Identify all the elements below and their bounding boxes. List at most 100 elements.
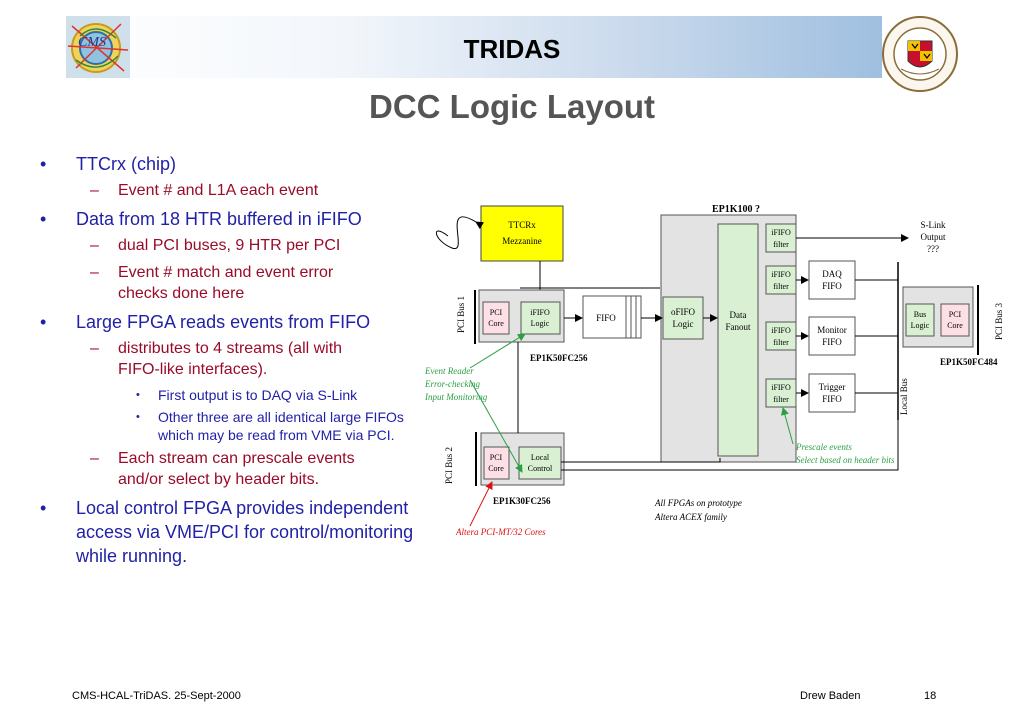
bullet-text: Large FPGA reads events from FIFO bbox=[76, 312, 371, 332]
filter-label: filter bbox=[773, 395, 789, 404]
filter-label: iFIFO bbox=[771, 383, 791, 392]
monitor-fifo-label: Monitor bbox=[817, 325, 847, 335]
bullet-dot-icon: • bbox=[40, 498, 47, 518]
filter-label: iFIFO bbox=[771, 228, 791, 237]
footer-left: CMS-HCAL-TriDAS. 25-Sept-2000 bbox=[72, 690, 241, 702]
slink-output-label: Output bbox=[920, 232, 946, 242]
pci-core-block-3 bbox=[940, 303, 970, 337]
slide-title: DCC Logic Layout bbox=[369, 88, 655, 125]
daq-fifo-block bbox=[808, 260, 856, 300]
pci-core-block-2 bbox=[483, 446, 510, 480]
sub-bullet-text: dual PCI buses, 9 HTR per PCI bbox=[118, 237, 341, 254]
daq-fifo-label: FIFO bbox=[822, 281, 842, 291]
data-fanout-block bbox=[717, 223, 759, 457]
ofifo-logic-label: Logic bbox=[673, 319, 694, 329]
pci-core-label: Core bbox=[488, 319, 504, 328]
ofifo-logic-label: oFIFO bbox=[671, 307, 696, 317]
footer-author: Drew Baden bbox=[800, 690, 861, 702]
sub-sub-bullet-text: First output is to DAQ via S-Link bbox=[158, 387, 358, 403]
slink-output-label: S-Link bbox=[920, 220, 946, 230]
bullet-dot-icon: • bbox=[136, 389, 140, 401]
local-control-block bbox=[518, 446, 562, 480]
dash-icon: – bbox=[90, 182, 99, 199]
ttcrx-mezzanine-block bbox=[480, 205, 564, 262]
monitor-fifo-block bbox=[808, 316, 856, 356]
fifo-label: FIFO bbox=[596, 313, 616, 323]
sub-bullet-item: – Each stream can prescale events and/or … bbox=[40, 448, 393, 490]
ep1k50fc484-label: EP1K50FC484 bbox=[940, 357, 998, 367]
svg-text:CMS: CMS bbox=[78, 35, 106, 50]
sub-sub-bullet-item: •Other three are all identical large FIF… bbox=[40, 408, 418, 444]
ttcrx-label: TTCRx bbox=[508, 220, 536, 230]
footer-page-number: 18 bbox=[924, 690, 937, 702]
local-control-label: Control bbox=[528, 464, 553, 473]
altera-cores-note: Altera PCI-MT/32 Cores bbox=[455, 527, 546, 537]
pci-core-label: Core bbox=[947, 321, 963, 330]
fpga-note: All FPGAs on prototype bbox=[654, 498, 742, 508]
local-control-label: Local bbox=[531, 453, 550, 462]
data-fanout-label: Data bbox=[730, 310, 747, 320]
ofifo-logic-block bbox=[662, 296, 704, 340]
pci-core-block-1 bbox=[482, 301, 510, 335]
local-bus-label: Local Bus bbox=[899, 378, 909, 415]
bullet-item: • Data from 18 HTR buffered in iFIFO bbox=[40, 207, 425, 231]
university-seal bbox=[881, 15, 959, 93]
bullet-text: Local control FPGA provides independent … bbox=[76, 498, 414, 566]
bullet-text: TTCrx (chip) bbox=[76, 154, 176, 174]
bullet-text: Data from 18 HTR buffered in iFIFO bbox=[76, 209, 362, 229]
ififo-logic-label: Logic bbox=[531, 319, 550, 328]
cms-logo: CMS bbox=[66, 16, 130, 78]
bullet-item: • TTCrx (chip) bbox=[40, 152, 425, 176]
sub-bullet-text: distributes to 4 streams (all with FIFO-… bbox=[118, 340, 343, 378]
dash-icon: – bbox=[90, 237, 99, 254]
dash-icon: – bbox=[90, 264, 99, 281]
monitor-fifo-label: FIFO bbox=[822, 337, 842, 347]
daq-fifo-label: DAQ bbox=[822, 269, 842, 279]
filter-label: filter bbox=[773, 240, 789, 249]
bus-logic-block bbox=[905, 303, 935, 337]
ififo-logic-label: iFIFO bbox=[530, 308, 550, 317]
pci-bus-2-label: PCI Bus 2 bbox=[444, 447, 454, 484]
filter-label: filter bbox=[773, 282, 789, 291]
prescale-note: Prescale events bbox=[795, 442, 852, 452]
pci-bus-3-label: PCI Bus 3 bbox=[994, 302, 1004, 340]
ififo-filter-2: iFIFO filter bbox=[765, 265, 797, 295]
sub-bullet-item: – Event # and L1A each event bbox=[40, 180, 425, 201]
ttcrx-label: Mezzanine bbox=[502, 236, 541, 246]
pci-core-label: Core bbox=[488, 464, 504, 473]
bullet-dot-icon: • bbox=[40, 154, 47, 174]
ififo-logic-block bbox=[520, 301, 561, 335]
trigger-fifo-label: FIFO bbox=[822, 394, 842, 404]
filter-label: filter bbox=[773, 338, 789, 347]
bullet-item: • Large FPGA reads events from FIFO bbox=[40, 310, 425, 334]
trigger-fifo-label: Trigger bbox=[819, 382, 846, 392]
event-reader-note: Error-checking bbox=[424, 379, 480, 389]
event-reader-note: Input Monitoring bbox=[424, 392, 488, 402]
sub-bullet-item: –distributes to 4 streams (all with FIFO… bbox=[40, 338, 383, 380]
sub-bullet-item: – dual PCI buses, 9 HTR per PCI bbox=[40, 235, 425, 256]
sub-bullet-text: Event # match and event error checks don… bbox=[118, 264, 334, 302]
sub-bullet-item: – Event # match and event error checks do… bbox=[40, 262, 368, 304]
trigger-fifo-block bbox=[808, 373, 856, 413]
data-fanout-label: Fanout bbox=[725, 322, 751, 332]
bus-logic-label: Logic bbox=[911, 321, 930, 330]
bullet-list: • TTCrx (chip) – Event # and L1A each even… bbox=[40, 152, 425, 572]
ep1k100-label: EP1K100 ? bbox=[712, 204, 760, 215]
bullet-dot-icon: • bbox=[40, 209, 47, 229]
header-bar bbox=[62, 16, 882, 78]
ep1k50fc256-label: EP1K50FC256 bbox=[530, 353, 588, 363]
pci-bus-1-label: PCI Bus 1 bbox=[456, 296, 466, 333]
ififo-filter-1: iFIFO filter bbox=[765, 223, 797, 253]
ififo-filter-3: iFIFO filter bbox=[765, 321, 797, 351]
sub-bullet-text: Each stream can prescale events and/or s… bbox=[118, 450, 355, 488]
pci-core-label: PCI bbox=[949, 310, 962, 319]
sub-sub-bullet-item: • First output is to DAQ via S-Link bbox=[40, 386, 425, 404]
dash-icon: – bbox=[90, 450, 99, 467]
pci-core-label: PCI bbox=[490, 308, 503, 317]
sub-bullet-text: Event # and L1A each event bbox=[118, 182, 319, 199]
bullet-dot-icon: • bbox=[40, 312, 47, 332]
filter-label: iFIFO bbox=[771, 326, 791, 335]
ep1k30fc256-label: EP1K30FC256 bbox=[493, 496, 551, 506]
event-reader-note: Event Reader bbox=[424, 366, 474, 376]
